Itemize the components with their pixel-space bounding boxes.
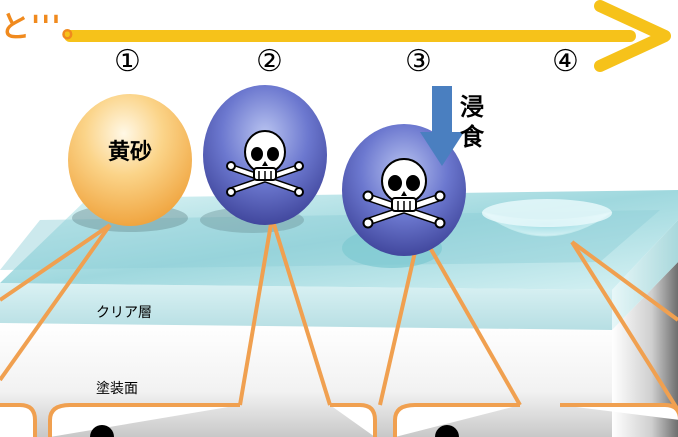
clear-layer-label: クリア層 — [96, 305, 152, 321]
erosion-label: 浸 食 — [460, 92, 486, 152]
erosion-arrow — [420, 86, 464, 166]
callout-markers — [90, 425, 459, 437]
header-fragment: と'''。 — [0, 10, 93, 45]
erosion-label-char-2: 食 — [460, 123, 484, 151]
callout-lines — [0, 217, 678, 412]
sand-particle — [68, 94, 192, 226]
erosion-label-char-1: 浸 — [460, 93, 484, 121]
paint-surface-label: 塗装面 — [96, 381, 138, 397]
progress-arrow — [64, 0, 671, 72]
sand-label: 黄砂 — [108, 140, 153, 165]
skull-crossbones-icon — [226, 130, 304, 197]
skull-crossbones-icon — [362, 158, 446, 229]
step-3-number: ③ — [405, 44, 432, 79]
step-2-number: ② — [256, 44, 283, 79]
callout-bubbles — [0, 403, 678, 437]
step-4-number: ④ — [552, 44, 579, 79]
step-1-number: ① — [114, 44, 141, 79]
